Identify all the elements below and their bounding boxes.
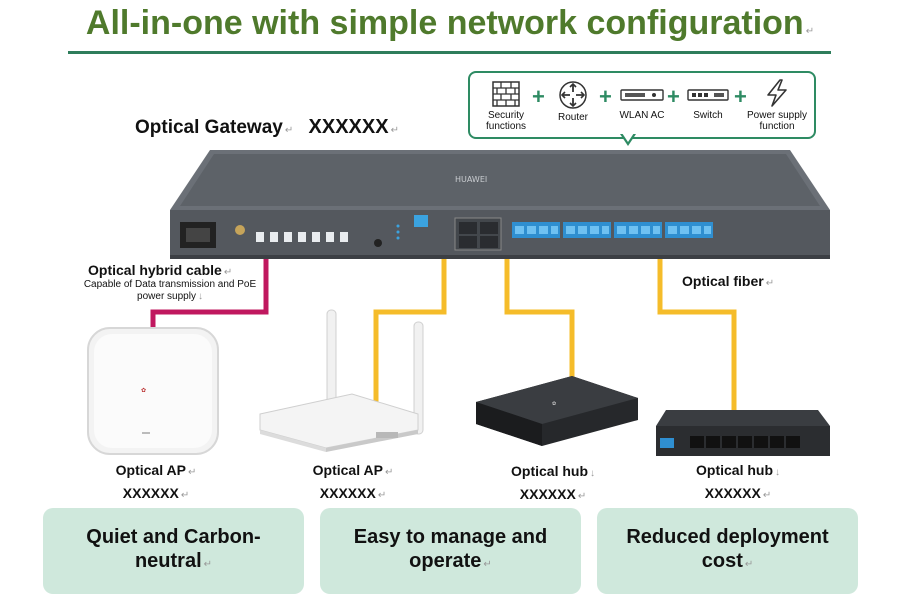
optical-hub-2 — [656, 410, 830, 456]
optical-ap-ceiling: ✿ — [87, 327, 219, 455]
device-label-ap2: Optical AP↵ XXXXXX↵ — [312, 462, 394, 501]
benefit-card-easy: Easy to manage and operate↵ — [320, 508, 581, 594]
optical-gateway-device: HUAWEI — [170, 150, 830, 259]
svg-text:✿: ✿ — [552, 401, 556, 407]
plus-sign: + — [532, 84, 545, 109]
title-divider — [68, 51, 831, 54]
benefit-card-cost: Reduced deployment cost↵ — [597, 508, 858, 594]
hybrid-cable — [150, 255, 269, 330]
hybrid-cable-description: Capable of Data transmission and PoE pow… — [83, 279, 257, 302]
device-label-ap1: Optical AP↵ XXXXXX↵ — [115, 462, 197, 501]
plus-sign: + — [667, 84, 680, 109]
fiber-label: Optical fiber↵ — [682, 273, 775, 289]
hybrid-cable-label: Optical hybrid cable↵ — [88, 262, 233, 278]
switch-icon — [687, 89, 729, 101]
svg-text:HUAWEI: HUAWEI — [455, 175, 487, 184]
function-power: Power supply function — [744, 78, 810, 132]
function-switch: Switch — [684, 88, 732, 121]
function-callout — [468, 71, 816, 139]
power-icon — [767, 79, 787, 107]
svg-text:✿: ✿ — [141, 387, 146, 394]
fiber-cable-ap2 — [373, 255, 447, 420]
plus-sign: + — [599, 84, 612, 109]
router-icon — [559, 81, 587, 109]
gateway-label: Optical Gateway↵ XXXXXX↵ — [135, 116, 399, 138]
function-router: Router — [551, 80, 595, 123]
gateway-model: XXXXXX — [308, 116, 389, 138]
optical-ap-desktop — [259, 309, 424, 452]
fiber-cable-hub2 — [657, 255, 737, 420]
firewall-icon — [492, 81, 520, 107]
page-title: All-in-one with simple network configura… — [85, 4, 815, 42]
device-label-hub2: Optical hub↓ XXXXXX↵ — [696, 462, 780, 501]
function-wlan-ac: WLAN AC — [616, 88, 668, 121]
optical-hub-1: ✿ — [476, 376, 638, 446]
gateway-name: Optical Gateway — [135, 117, 283, 138]
device-label-hub1: Optical hub↓ XXXXXX↵ — [511, 463, 595, 502]
plus-sign: + — [734, 84, 747, 109]
benefit-card-quiet: Quiet and Carbon-neutral↵ — [43, 508, 304, 594]
fiber-cable-hub1 — [504, 255, 575, 395]
wlan-ac-icon — [620, 89, 664, 101]
function-security: Security functions — [478, 80, 534, 132]
